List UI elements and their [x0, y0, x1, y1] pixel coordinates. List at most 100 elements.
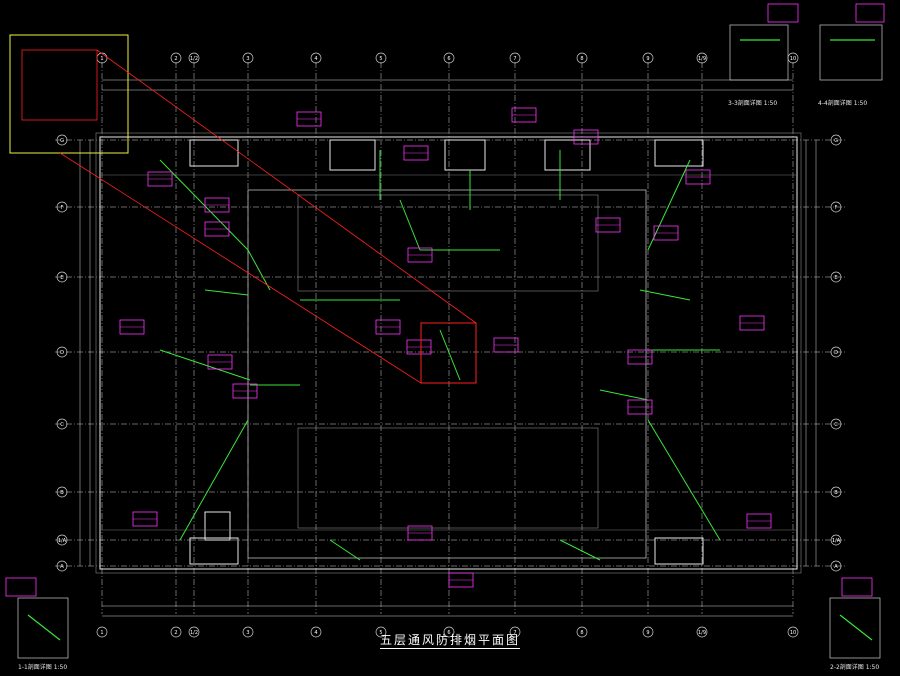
axis-label-5: 5 [379, 56, 382, 62]
detail-views [5, 3, 885, 659]
core-north-west [329, 139, 376, 171]
axis-bubble-F [830, 201, 842, 213]
axis-label-A: A [834, 564, 838, 570]
stair-nw [189, 139, 239, 167]
detail-caption-tr2: 4-4剖面详图 1:50 [818, 100, 868, 107]
axis-label-7: 7 [513, 56, 516, 62]
axis-label-D: D [60, 350, 64, 356]
axis-bubble-A [56, 560, 68, 572]
axis-bubble-7 [509, 52, 521, 64]
axis-label-6: 6 [447, 56, 450, 62]
core-north-east [544, 139, 591, 171]
axis-label-1/9: 1/9 [698, 56, 706, 62]
stair-sw [189, 537, 239, 565]
axis-bubble-9 [642, 626, 654, 638]
detail-caption-bl: 1-1剖面详图 1:50 [18, 664, 68, 671]
axis-label-4: 4 [314, 56, 317, 62]
axis-bubble-2 [170, 52, 182, 64]
axis-bubble-2 [170, 626, 182, 638]
building-outline [95, 132, 802, 574]
axis-bubble-1/2 [188, 626, 200, 638]
outer-wall-line [95, 132, 802, 574]
callout-leader-top [96, 49, 477, 324]
axis-bubble-E [56, 271, 68, 283]
duct-segment [599, 389, 649, 401]
axis-bubble-F [56, 201, 68, 213]
axis-bubble-1/9 [696, 626, 708, 638]
axis-label-3: 3 [246, 56, 249, 62]
axis-label-2: 2 [174, 56, 177, 62]
axis-label-1: 1 [100, 56, 103, 62]
axis-label-D: D [834, 350, 838, 356]
outer-wall [99, 136, 798, 570]
core-north [444, 139, 486, 171]
duct-segment [439, 329, 461, 381]
axis-label-8: 8 [580, 56, 583, 62]
detail-view-tr2 [819, 24, 883, 81]
axis-label-1/A: 1/A [832, 538, 841, 544]
axis-label-B: B [60, 490, 64, 496]
stair-ne [654, 139, 704, 167]
detail-callout [9, 34, 477, 384]
axis-label-E: E [834, 275, 837, 281]
inner-void-south [297, 427, 599, 529]
axis-bubble-1 [96, 626, 108, 638]
callout-frame [9, 34, 129, 154]
duct-segment [399, 199, 421, 251]
axis-label-7: 7 [513, 630, 516, 636]
axis-label-1/A: 1/A [58, 538, 67, 544]
duct-segment [247, 249, 271, 291]
axis-bubble-1/A [830, 534, 842, 546]
axis-label-2: 2 [174, 630, 177, 636]
axis-bubble-3 [242, 52, 254, 64]
axis-bubble-10 [787, 626, 799, 638]
axis-bubble-6 [443, 626, 455, 638]
axis-label-1: 1 [100, 630, 103, 636]
axis-bubble-G [56, 134, 68, 146]
axis-label-4: 4 [314, 630, 317, 636]
axis-bubble-C [56, 418, 68, 430]
axis-label-C: C [834, 422, 838, 428]
duct-segment [159, 349, 251, 381]
duct-segment [204, 289, 249, 296]
axis-bubble-1/2 [188, 52, 200, 64]
axis-bubble-4 [310, 52, 322, 64]
axis-bubble-D [830, 346, 842, 358]
inner-void [297, 194, 599, 292]
axis-bubble-1/9 [696, 52, 708, 64]
axis-label-10: 10 [790, 630, 796, 636]
duct-segment [639, 289, 691, 301]
callout-zoom-box [21, 49, 98, 121]
axis-bubble-C [830, 418, 842, 430]
axis-bubble-6 [443, 52, 455, 64]
duct-segment [559, 539, 601, 561]
axis-bubble-5 [375, 626, 387, 638]
axis-bubble-5 [375, 52, 387, 64]
axis-label-1/9: 1/9 [698, 630, 706, 636]
axis-bubble-8 [576, 626, 588, 638]
detail-view-br [829, 597, 881, 659]
axis-label-A: A [60, 564, 64, 570]
duct-segment [329, 539, 361, 561]
axis-label-5: 5 [379, 630, 382, 636]
detail-view-bl [17, 597, 69, 659]
axis-bubble-D [56, 346, 68, 358]
axis-bubble-7 [509, 626, 521, 638]
axis-label-G: G [834, 138, 838, 144]
axis-bubble-3 [242, 626, 254, 638]
axis-bubble-4 [310, 626, 322, 638]
detail-caption-br: 2-2剖面详图 1:50 [830, 664, 880, 671]
duct-network [159, 150, 721, 561]
atrium-outline [247, 189, 647, 559]
drawing-title: 五层通风防排烟平面图 [379, 633, 520, 649]
stair-se [654, 537, 704, 565]
axis-label-F: F [835, 205, 838, 211]
axis-bubble-9 [642, 52, 654, 64]
axis-bubble-B [56, 486, 68, 498]
duct-segment [647, 419, 721, 541]
axis-label-G: G [60, 138, 64, 144]
duct-segment [647, 159, 691, 251]
duct-segment [159, 159, 249, 251]
